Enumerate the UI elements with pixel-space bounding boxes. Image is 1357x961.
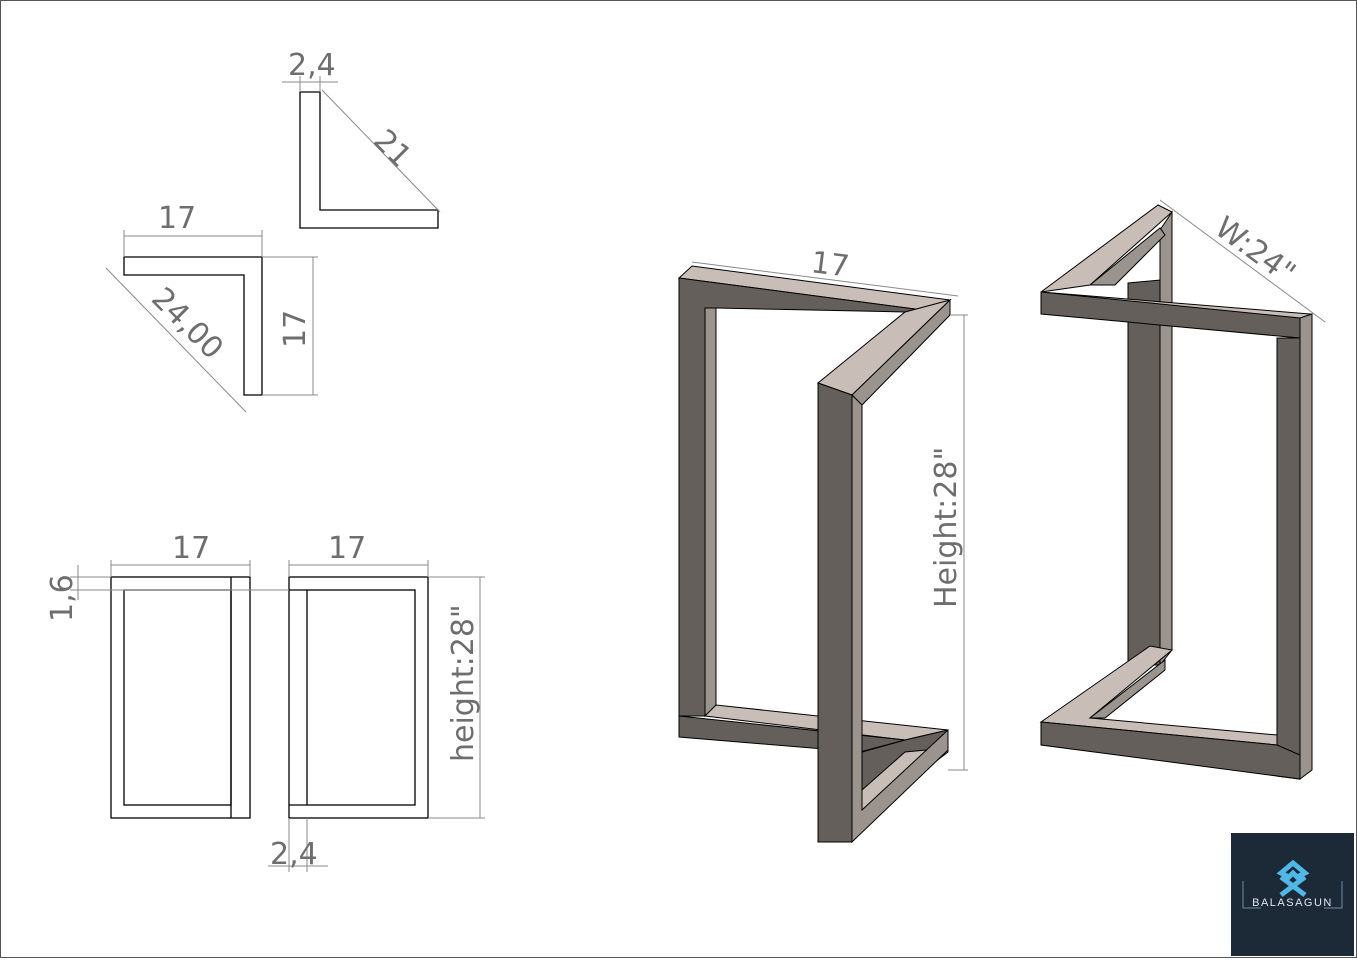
balasagun-logo: BALASAGUN	[1231, 833, 1354, 956]
dim-thickness: 2,4	[270, 837, 318, 872]
logo-mark-icon	[1242, 859, 1343, 909]
dim-width: W:24"	[1208, 210, 1301, 291]
logo-text: BALASAGUN	[1252, 897, 1333, 909]
dim-wall: 1,6	[45, 574, 80, 622]
front-views: 17 17 1,6 2,4 height:28"	[45, 531, 485, 872]
dim-width: 17	[158, 201, 196, 236]
dim-left-width: 17	[172, 531, 210, 566]
iso-frame-right: W:24"	[1039, 199, 1326, 780]
dim-diagonal: 24,00	[144, 281, 229, 366]
iso-frame-left: 17 Height:28"	[677, 245, 968, 844]
dim-height: Height:28"	[929, 447, 964, 608]
top-view-small: 2,4 21	[282, 48, 441, 229]
dim-height: height:28"	[446, 604, 481, 762]
dim-width: 17	[809, 245, 851, 284]
dim-diagonal: 21	[366, 123, 418, 175]
dim-thickness: 2,4	[288, 48, 336, 83]
top-view-large: 17 17 24,00	[105, 201, 318, 413]
dim-depth: 17	[278, 310, 313, 348]
dim-right-width: 17	[328, 531, 366, 566]
